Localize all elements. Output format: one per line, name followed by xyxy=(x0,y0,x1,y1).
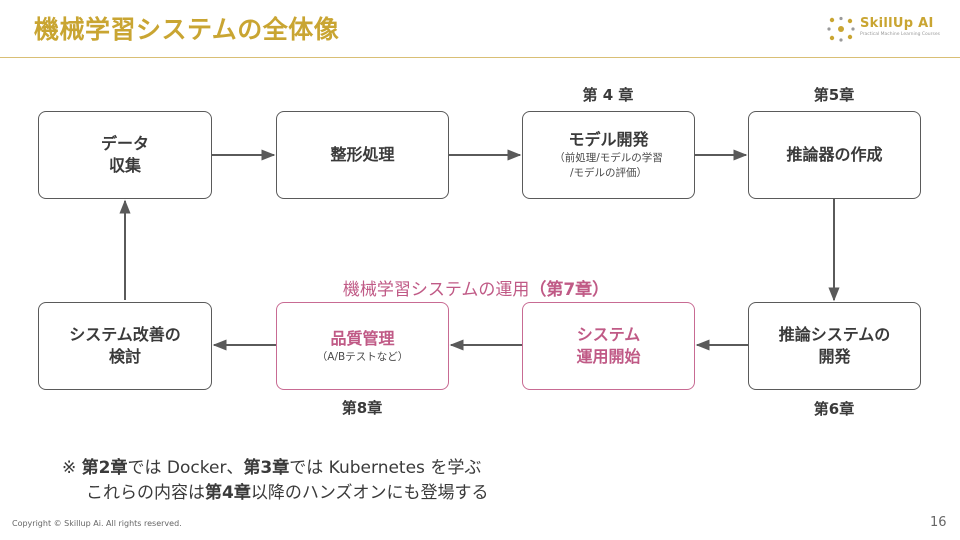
box-preprocessing: 整形処理 xyxy=(276,111,449,199)
footnote-line2: これらの内容は第4章以降のハンズオンにも登場する xyxy=(62,481,489,506)
box-label-line2: 運用開始 xyxy=(576,347,641,366)
note-text2: では Kubernetes を学ぶ xyxy=(289,458,482,478)
box-sublabel-line1: （前処理/モデルの学習 xyxy=(554,152,663,164)
footnote: ※ 第2章では Docker、第3章では Kubernetes を学ぶ これらの… xyxy=(62,456,489,506)
box-label: 整形処理 xyxy=(330,145,395,164)
chapter-label-model-dev: 第 4 章 xyxy=(582,86,634,104)
box-label: 品質管理 xyxy=(330,328,395,348)
box-system-improvement: システム改善の 検討 xyxy=(38,302,212,390)
box-label-line2: 開発 xyxy=(818,347,851,366)
skillup-logo-icon xyxy=(827,16,855,42)
box-label-line2: 収集 xyxy=(108,156,141,175)
box-inference-system-dev: 推論システムの 開発 xyxy=(748,302,921,390)
title-divider xyxy=(0,57,960,58)
note-ch2: 第2章 xyxy=(81,458,128,478)
box-sublabel-line2: /モデルの評価） xyxy=(569,167,648,179)
ops-section-title: 機械学習システムの運用 xyxy=(342,280,530,300)
chapter-label-inference-system: 第6章 xyxy=(813,400,855,418)
box-label-line2: 検討 xyxy=(108,347,141,366)
box-sublabel: （A/Bテストなど） xyxy=(316,350,409,363)
logo-name: SkillUp AI xyxy=(860,16,934,31)
footnote-line1: ※ 第2章では Docker、第3章では Kubernetes を学ぶ xyxy=(62,456,489,481)
box-system-ops-start: システム 運用開始 xyxy=(522,302,695,390)
box-label-line1: システム改善の xyxy=(69,325,181,344)
brand-logo: SkillUp AI Practical Machine Learning Co… xyxy=(826,16,946,42)
note-ch4: 第4章 xyxy=(205,483,251,503)
chapter-label-inference-build: 第5章 xyxy=(813,86,855,104)
ops-section-chapter: （第7章） xyxy=(529,280,610,300)
box-label-line1: データ xyxy=(100,134,149,153)
box-label-line1: システム xyxy=(576,325,641,344)
copyright-text: Copyright © Skillup Ai. All rights reser… xyxy=(12,519,182,528)
logo-tagline: Practical Machine Learning Courses xyxy=(860,32,940,37)
ops-section-label: 機械学習システムの運用（第7章） xyxy=(343,275,609,300)
note-text3: これらの内容は xyxy=(86,483,205,503)
box-quality-management: 品質管理 （A/Bテストなど） xyxy=(276,302,449,390)
note-text1: では Docker、 xyxy=(127,458,244,478)
box-data-collection: データ 収集 xyxy=(38,111,212,199)
note-ch3: 第3章 xyxy=(243,458,290,478)
box-inference-build: 推論器の作成 xyxy=(748,111,921,199)
page-number: 16 xyxy=(930,515,947,530)
box-model-development: モデル開発 （前処理/モデルの学習 /モデルの評価） xyxy=(522,111,695,199)
slide-title: 機械学習システムの全体像 xyxy=(34,15,340,44)
note-text4: 以降のハンズオンにも登場する xyxy=(250,483,489,503)
box-label: モデル開発 xyxy=(568,130,649,149)
note-mark: ※ xyxy=(62,458,77,478)
box-label: 推論器の作成 xyxy=(786,145,883,164)
box-label-line1: 推論システムの xyxy=(778,325,891,344)
chapter-label-quality-mgmt: 第8章 xyxy=(341,399,383,417)
